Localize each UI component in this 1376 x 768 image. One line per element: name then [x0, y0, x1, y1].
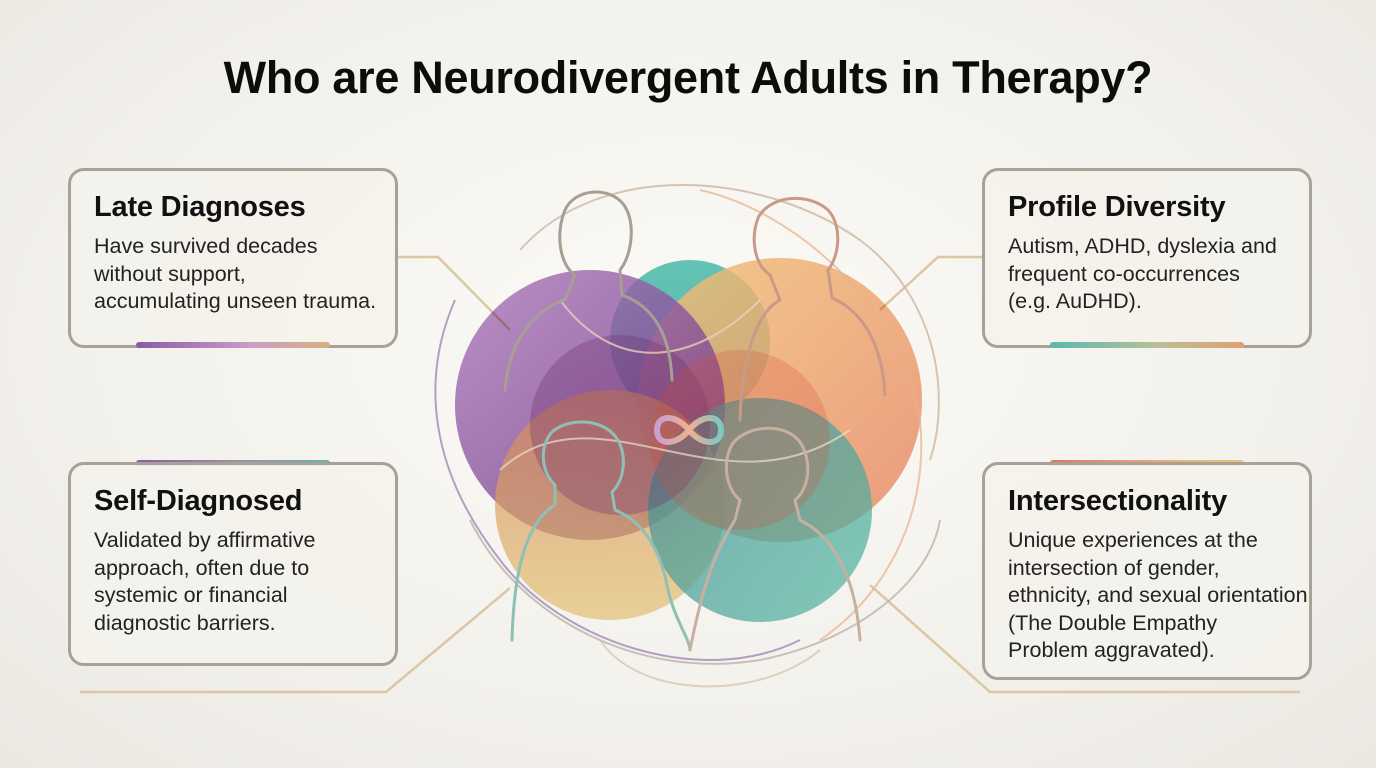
warm-core: [650, 350, 830, 530]
person-bottom-right: [688, 426, 862, 652]
card-late-diagnoses: Late Diagnoses Have survived decades wit…: [68, 168, 398, 348]
card-self-diagnosed-body: Validated by affirmative approach, often…: [94, 528, 316, 635]
card-self-diagnosed: Self-Diagnosed Validated by affirmative …: [68, 462, 398, 666]
overlap-circles: [455, 258, 922, 622]
page-title: Who are Neurodivergent Adults in Therapy…: [223, 52, 1153, 103]
person-bottom-left: [510, 420, 692, 652]
person-outlines: [503, 190, 887, 652]
card-self-diagnosed-heading: Self-Diagnosed: [94, 485, 303, 517]
card-profile-diversity-body: Autism, ADHD, dyslexia and frequent co-o…: [1008, 234, 1277, 313]
accent-bar-late-diagnoses: [136, 342, 330, 348]
card-late-diagnoses-body: Have survived decades without support, a…: [94, 234, 377, 313]
person-top-left: [503, 190, 674, 392]
card-profile-diversity: Profile Diversity Autism, ADHD, dyslexia…: [982, 168, 1312, 348]
card-intersectionality: Intersectionality Unique experiences at …: [982, 462, 1312, 680]
infinity-icon: [653, 415, 725, 445]
connector-lines: [80, 255, 1300, 694]
card-intersectionality-heading: Intersectionality: [1008, 485, 1227, 517]
person-top-right: [738, 196, 887, 422]
card-intersectionality-body: Unique experiences at the intersection o…: [1008, 528, 1308, 662]
card-late-diagnoses-heading: Late Diagnoses: [94, 191, 306, 223]
accent-bar-profile-diversity: [1050, 342, 1244, 348]
card-profile-diversity-heading: Profile Diversity: [1008, 191, 1226, 223]
flowing-lines: [434, 184, 941, 688]
